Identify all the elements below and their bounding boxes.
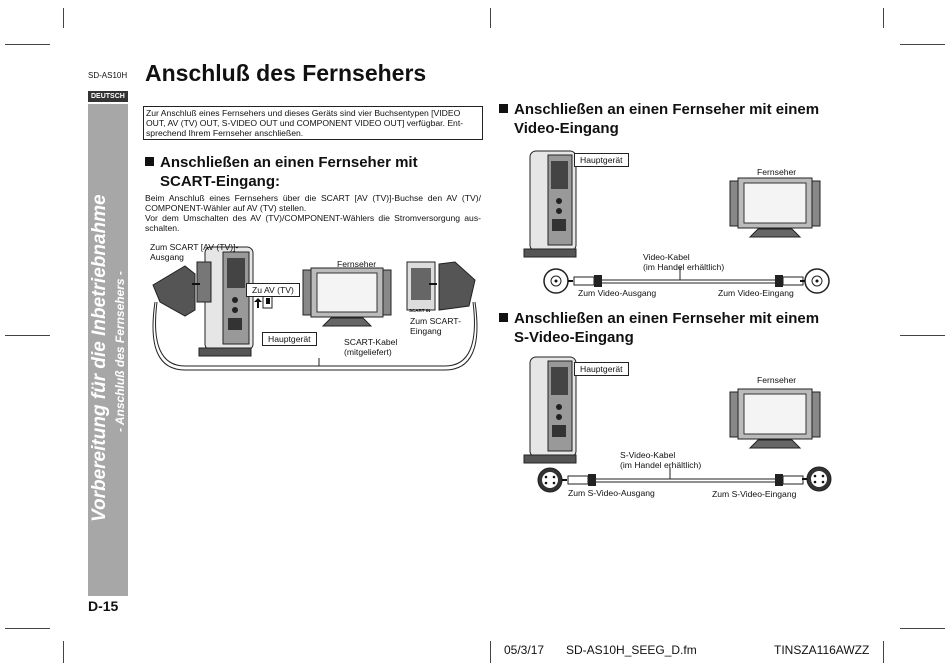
sidebar-subtitle: - Anschluß des Fernsehers - <box>113 271 127 432</box>
bullet-square-icon <box>145 157 154 166</box>
label-svideo-in: Zum S-Video-Eingang <box>712 489 797 499</box>
crop-mark <box>900 628 945 629</box>
crop-mark <box>63 641 64 663</box>
section-heading-video: Anschließen an einen Fernseher mit einem… <box>499 100 819 138</box>
footer-code: TINSZA116AWZZ <box>774 643 870 657</box>
jack-label-scart-in: SCART IN <box>409 308 431 313</box>
footer-date: 05/3/17 <box>504 643 545 657</box>
svideo-diagram <box>523 356 832 493</box>
sidebar-band <box>88 104 128 596</box>
page-title: Anschluß des Fernsehers <box>145 60 427 86</box>
bullet-square-icon <box>499 313 508 322</box>
crop-mark <box>900 44 945 45</box>
label-main-unit-scart: Hauptgerät <box>262 332 317 346</box>
scart-instructions: Beim Anschluß eines Fernsehers über die … <box>145 193 481 233</box>
label-video-in: Zum Video-Eingang <box>718 288 794 298</box>
label-scart-cable: SCART-Kabel(mitgeliefert) <box>344 337 398 357</box>
label-tv-svideo: Fernseher <box>757 375 797 385</box>
crop-mark <box>900 335 945 336</box>
bullet-square-icon <box>499 104 508 113</box>
sidebar-title: Vorbereitung für die Inbetriebnahme <box>89 194 110 522</box>
video-diagram <box>523 150 830 294</box>
label-main-unit-svideo: Hauptgerät <box>574 362 629 376</box>
label-main-unit-video: Hauptgerät <box>574 153 629 167</box>
label-svideo-cable: S-Video-Kabel(im Handel erhältlich) <box>620 450 702 470</box>
crop-mark <box>5 335 50 336</box>
label-scart-out: Zum SCART [AV (TV)]-Ausgang <box>150 242 239 262</box>
footer-file: SD-AS10H_SEEG_D.fm <box>566 643 697 657</box>
crop-mark <box>883 8 884 28</box>
language-tab: DEUTSCH <box>88 91 128 102</box>
label-scart-in: Zum SCART-Eingang <box>410 316 461 336</box>
crop-mark <box>63 8 64 28</box>
model-number: SD-AS10H <box>88 71 128 80</box>
crop-mark <box>490 8 491 28</box>
crop-mark <box>5 628 50 629</box>
label-av-switch: Zu AV (TV) <box>246 283 300 297</box>
label-svideo-out: Zum S-Video-Ausgang <box>568 488 655 498</box>
intro-box: Zur Anschluß eines Fernsehers und dieses… <box>143 106 483 140</box>
section-heading-scart: Anschließen an einen Fernseher mit SCART… <box>145 153 418 191</box>
crop-mark <box>5 44 50 45</box>
section-heading-svideo: Anschließen an einen Fernseher mit einem… <box>499 309 819 347</box>
scart-diagram <box>152 246 478 371</box>
crop-mark <box>490 641 491 663</box>
label-video-cable: Video-Kabel(im Handel erhältlich) <box>643 252 725 272</box>
label-tv-scart: Fernseher <box>337 259 377 269</box>
page-number: D-15 <box>88 598 119 614</box>
label-tv-video: Fernseher <box>757 167 797 177</box>
crop-mark <box>883 641 884 663</box>
label-video-out: Zum Video-Ausgang <box>578 288 657 298</box>
